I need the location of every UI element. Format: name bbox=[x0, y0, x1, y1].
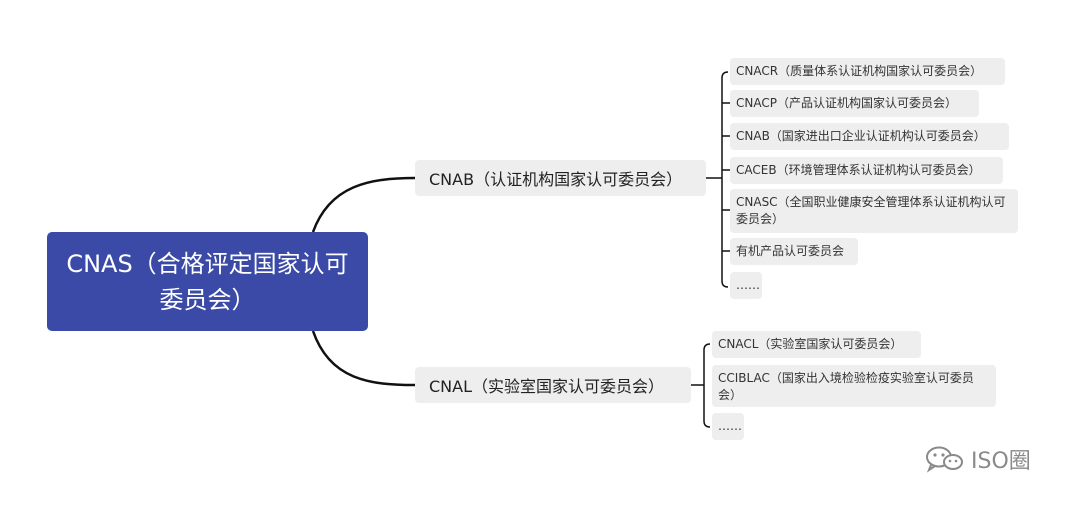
leaf-node-label: CCIBLAC（国家出入境检验检疫实验室认可委员会） bbox=[718, 371, 974, 402]
branch-node-cnal[interactable]: CNAL（实验室国家认可委员会） bbox=[415, 367, 691, 403]
root-node[interactable]: CNAS（合格评定国家认可委员会） bbox=[47, 232, 368, 331]
leaf-node-label: CNASC（全国职业健康安全管理体系认证机构认可委员会） bbox=[736, 195, 1006, 226]
leaf-node-label: CNACL（实验室国家认可委员会） bbox=[718, 337, 903, 351]
leaf-node-more-cnab[interactable]: …… bbox=[730, 272, 762, 299]
leaf-node-cnab-sub[interactable]: CNAB（国家进出口企业认证机构认可委员会） bbox=[730, 123, 1009, 150]
leaf-node-label: CACEB（环境管理体系认证机构认可委员会） bbox=[736, 163, 981, 177]
leaf-node-cnacp[interactable]: CNACP（产品认证机构国家认可委员会） bbox=[730, 90, 979, 117]
leaf-node-cnacr[interactable]: CNACR（质量体系认证机构国家认可委员会） bbox=[730, 58, 1005, 85]
watermark-text: ISO圈 bbox=[971, 449, 1031, 474]
leaf-node-cnacl[interactable]: CNACL（实验室国家认可委员会） bbox=[712, 331, 921, 358]
leaf-node-organic[interactable]: 有机产品认可委员会 bbox=[730, 238, 858, 265]
leaf-node-label: CNAB（国家进出口企业认证机构认可委员会） bbox=[736, 129, 986, 143]
leaf-node-cnasc[interactable]: CNASC（全国职业健康安全管理体系认证机构认可委员会） bbox=[730, 189, 1018, 233]
leaf-node-label: …… bbox=[736, 278, 760, 292]
leaf-node-label: 有机产品认可委员会 bbox=[736, 244, 845, 258]
leaf-node-label: …… bbox=[718, 419, 742, 433]
connector-root-cnal bbox=[311, 330, 416, 387]
wechat-icon bbox=[926, 446, 963, 473]
root-node-label: CNAS（合格评定国家认可委员会） bbox=[66, 249, 349, 314]
connector-cnab-bracket bbox=[721, 71, 729, 288]
leaf-node-more-cnal[interactable]: …… bbox=[712, 413, 744, 440]
connector-cnal-bracket bbox=[703, 343, 711, 428]
leaf-node-cciblac[interactable]: CCIBLAC（国家出入境检验检疫实验室认可委员会） bbox=[712, 365, 996, 407]
branch-node-label: CNAB（认证机构国家认可委员会） bbox=[429, 170, 683, 189]
leaf-node-caceb[interactable]: CACEB（环境管理体系认证机构认可委员会） bbox=[730, 157, 1003, 184]
leaf-node-label: CNACP（产品认证机构国家认可委员会） bbox=[736, 96, 957, 110]
branch-node-cnab[interactable]: CNAB（认证机构国家认可委员会） bbox=[415, 160, 706, 196]
branch-node-label: CNAL（实验室国家认可委员会） bbox=[429, 377, 665, 396]
leaf-node-label: CNACR（质量体系认证机构国家认可委员会） bbox=[736, 64, 983, 78]
connector-root-cnab bbox=[311, 176, 416, 233]
watermark: ISO圈 bbox=[925, 443, 1031, 475]
